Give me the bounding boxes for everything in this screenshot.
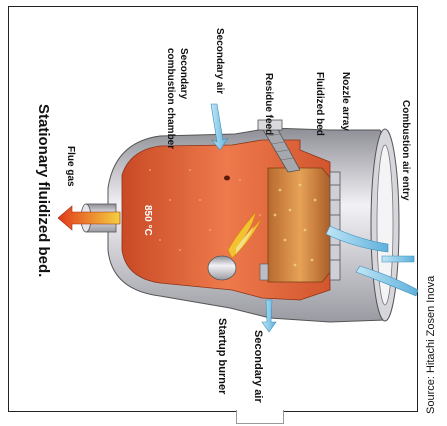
label-nozzle-array: Nozzle array [340, 72, 351, 131]
label-flue-gas: Flue gas [65, 146, 76, 187]
label-temperature: 850 °C [142, 205, 153, 236]
label-residue-feed: Residue feed [263, 73, 274, 135]
flue-gas-outlet [58, 204, 120, 232]
label-secondary-air-bottom: Secondary air [252, 330, 264, 403]
source-credit: Source: Hitachi Zosen Inova [425, 276, 437, 414]
diagram-title: Stationary fluidized bed. [35, 104, 52, 277]
nozzle-array [330, 172, 340, 280]
label-fluidized-bed: Fluidized bed [314, 72, 325, 136]
fluidized-bed [268, 168, 332, 282]
label-combustion-air-entry: Combustion air entry [400, 100, 411, 201]
label-secondary-combustion-1: Secondary [178, 48, 189, 99]
label-secondary-combustion-2: combustion chamber [165, 48, 176, 149]
label-secondary-air-top: Secondary air [214, 28, 225, 94]
label-startup-burner: Startup burner [216, 318, 228, 394]
